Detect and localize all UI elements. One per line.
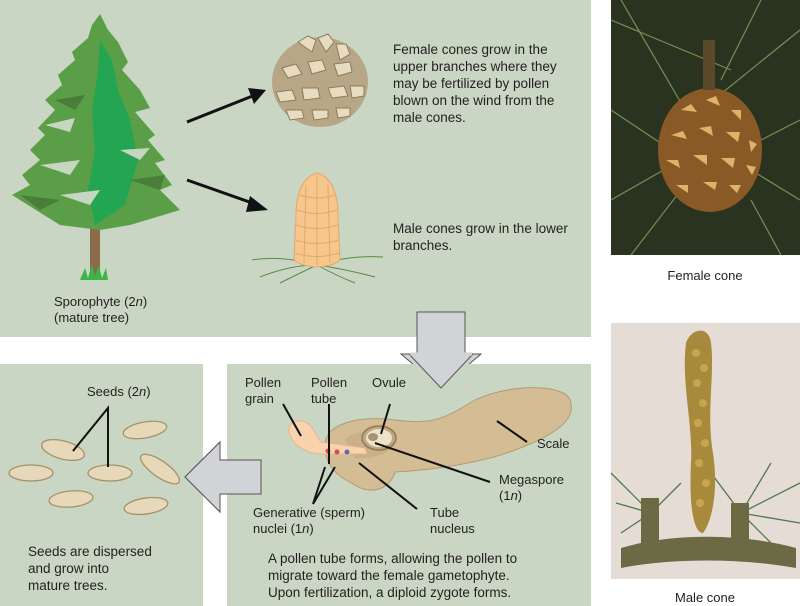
ploidy-n: n xyxy=(135,294,143,309)
left-arrow-body xyxy=(184,440,262,514)
pollination-desc-line-2: migrate toward the female gametophyte. xyxy=(268,568,510,583)
female-cone-description: Female cones grow in the upper branches … xyxy=(393,42,557,125)
seeds-panel xyxy=(0,364,203,606)
pine-tree-illustration xyxy=(12,14,180,280)
seeds-desc-line-2: and grow into xyxy=(28,561,110,576)
seeds-label-end: ) xyxy=(146,384,151,399)
megaspore-label-end: ) xyxy=(517,488,523,503)
generative-label-end: ) xyxy=(309,521,314,536)
ovule-label: Ovule xyxy=(372,375,406,390)
male-cone-description: Male cones grow in the lower branches. xyxy=(393,221,568,253)
down-arrow-tip xyxy=(407,352,475,389)
megaspore-label-l2: (1 xyxy=(499,488,511,503)
sporophyte-label: Sporophyte (2n) (mature tree) xyxy=(54,294,214,326)
tube-nucleus-label-l1: Tube xyxy=(430,505,460,520)
generative-label-l2: nuclei (1 xyxy=(253,521,303,536)
seeds-label: Seeds (2n) xyxy=(87,384,151,400)
pollen-tube-label-l2: tube xyxy=(311,391,337,406)
seeds-description: Seeds are dispersed and grow into mature… xyxy=(28,543,198,594)
pollination-desc-line-3: Upon fertilization, a diploid zygote for… xyxy=(268,585,512,600)
pollen-tube-label: Pollen tube xyxy=(311,375,347,407)
megaspore-label: Megaspore (1n) xyxy=(499,472,564,504)
arrow-to-female-cone xyxy=(186,88,266,124)
generative-label-l1: Generative (sperm) xyxy=(253,505,365,520)
seeds-label-text: Seeds (2 xyxy=(87,384,140,399)
pollen-grain-label-l2: grain xyxy=(245,391,274,406)
seeds-desc-line-3: mature trees. xyxy=(28,578,108,593)
ploidy-n: n xyxy=(139,384,147,399)
pollination-description: A pollen tube forms, allowing the pollen… xyxy=(268,550,588,601)
ploidy-n: n xyxy=(510,488,518,503)
female-cone-illustration xyxy=(272,33,368,127)
generative-nuclei-label: Generative (sperm) nuclei (1n) xyxy=(253,505,365,537)
tube-nucleus-label: Tube nucleus xyxy=(430,505,475,537)
mature-tree-label: (mature tree) xyxy=(54,310,130,325)
arrow-to-male-cone xyxy=(186,178,268,212)
pollination-leader-lines xyxy=(282,403,528,510)
ploidy-n: n xyxy=(302,521,310,536)
female-cone-photo xyxy=(610,0,800,256)
pollen-tube-label-l1: Pollen xyxy=(311,375,348,390)
sporophyte-label-text: Sporophyte (2 xyxy=(54,294,136,309)
male-cone-illustration xyxy=(251,172,384,284)
pollination-desc-line-1: A pollen tube forms, allowing the pollen… xyxy=(268,551,518,566)
seeds-illustration xyxy=(8,405,181,516)
female-cone-caption: Female cone xyxy=(667,268,743,283)
scale-label: Scale xyxy=(537,436,570,451)
sporophyte-label-end: ) xyxy=(142,294,148,309)
tube-nucleus-label-l2: nucleus xyxy=(430,521,475,536)
pollen-grain-label: Pollen grain xyxy=(245,375,281,407)
seeds-desc-line-1: Seeds are dispersed xyxy=(28,544,152,559)
male-cone-photo xyxy=(610,323,800,579)
male-cone-caption: Male cone xyxy=(675,590,735,605)
megaspore-label-l1: Megaspore xyxy=(499,472,565,487)
pollen-grain-label-l1: Pollen xyxy=(245,375,282,390)
